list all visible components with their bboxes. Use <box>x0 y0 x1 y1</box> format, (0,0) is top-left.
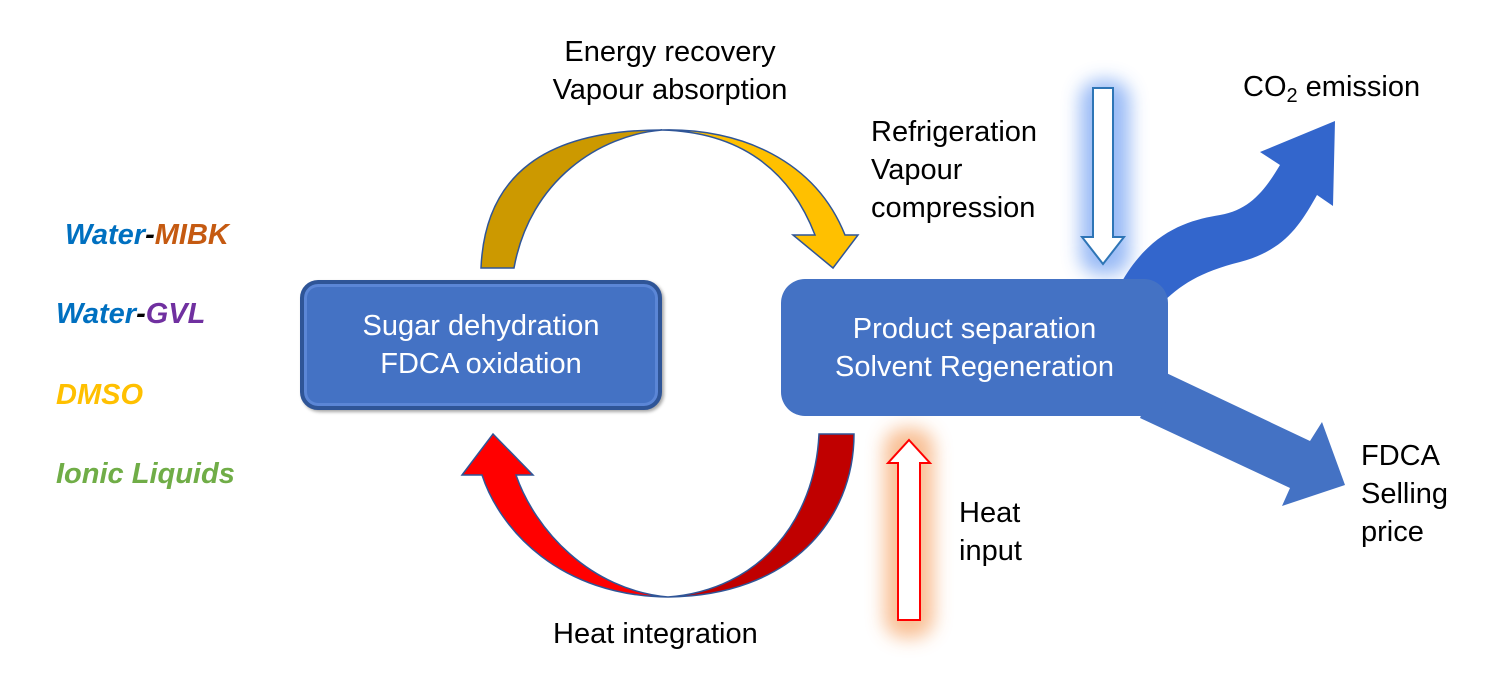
reaction-box-line1: Sugar dehydration <box>362 310 600 342</box>
co2-prefix: CO <box>1243 71 1287 103</box>
energy-recovery-arrow-head <box>661 129 860 270</box>
co2-subscript: 2 <box>1286 85 1298 107</box>
heat-integration-label: Heat integration <box>553 618 758 650</box>
solvent-part: GVL <box>145 298 206 330</box>
heat-input-label: Heat input <box>959 494 1022 570</box>
heat-input-line2: input <box>959 535 1022 567</box>
co2-emission-arrow <box>1120 121 1335 305</box>
heat-integration-arrow-head <box>460 432 669 598</box>
energy-recovery-line2: Vapour absorption <box>552 74 788 106</box>
refrigeration-line2: Vapour <box>871 154 963 186</box>
solvent-ionic-liquids: Ionic Liquids <box>56 457 235 491</box>
heat-integration-arrow-tail <box>667 433 855 598</box>
refrigeration-arrow <box>1079 80 1130 275</box>
fdca-line2: Selling <box>1361 478 1449 510</box>
energy-recovery-line1: Energy recovery <box>564 36 776 68</box>
reaction-box-line2: FDCA oxidation <box>380 348 582 380</box>
separation-box: Product separation Solvent Regeneration <box>781 279 1168 416</box>
heat-integration-arrow <box>460 432 855 598</box>
co2-suffix: emission <box>1297 71 1421 103</box>
solvent-water-mibk: Water-MIBK <box>65 218 229 252</box>
separation-box-line2: Solvent Regeneration <box>835 350 1114 383</box>
solvent-part: Ionic Liquids <box>56 458 235 490</box>
solvent-dmso: DMSO <box>56 378 143 412</box>
solvent-part: MIBK <box>154 219 229 251</box>
energy-recovery-arrow <box>480 129 860 270</box>
refrigeration-line3: compression <box>871 192 1036 224</box>
up-arrow-icon <box>885 438 933 621</box>
solvent-water-gvl: Water-GVL <box>56 297 205 331</box>
fdca-price-label: FDCA Selling price <box>1361 437 1448 551</box>
fdca-arrow <box>1140 370 1345 506</box>
fdca-line1: FDCA <box>1361 440 1440 472</box>
refrigeration-label: Refrigeration Vapour compression <box>871 113 1037 227</box>
refrigeration-line1: Refrigeration <box>871 116 1038 148</box>
solvent-part: Water <box>56 298 137 330</box>
solvent-part: - <box>136 298 146 330</box>
co2-emission-label: CO2 emission <box>1243 68 1420 106</box>
energy-recovery-arrow-tail <box>480 129 663 269</box>
heat-input-line1: Heat <box>959 497 1021 529</box>
reaction-box: Sugar dehydration FDCA oxidation <box>300 280 662 410</box>
solvent-part: - <box>145 219 155 251</box>
heat-input-arrow <box>884 428 934 638</box>
solvent-part: Water <box>65 219 146 251</box>
separation-box-line1: Product separation <box>852 312 1097 345</box>
down-arrow-icon <box>1079 87 1127 266</box>
energy-recovery-label: Energy recovery Vapour absorption <box>520 33 820 109</box>
fdca-line3: price <box>1361 516 1424 548</box>
solvent-part: DMSO <box>56 379 143 411</box>
